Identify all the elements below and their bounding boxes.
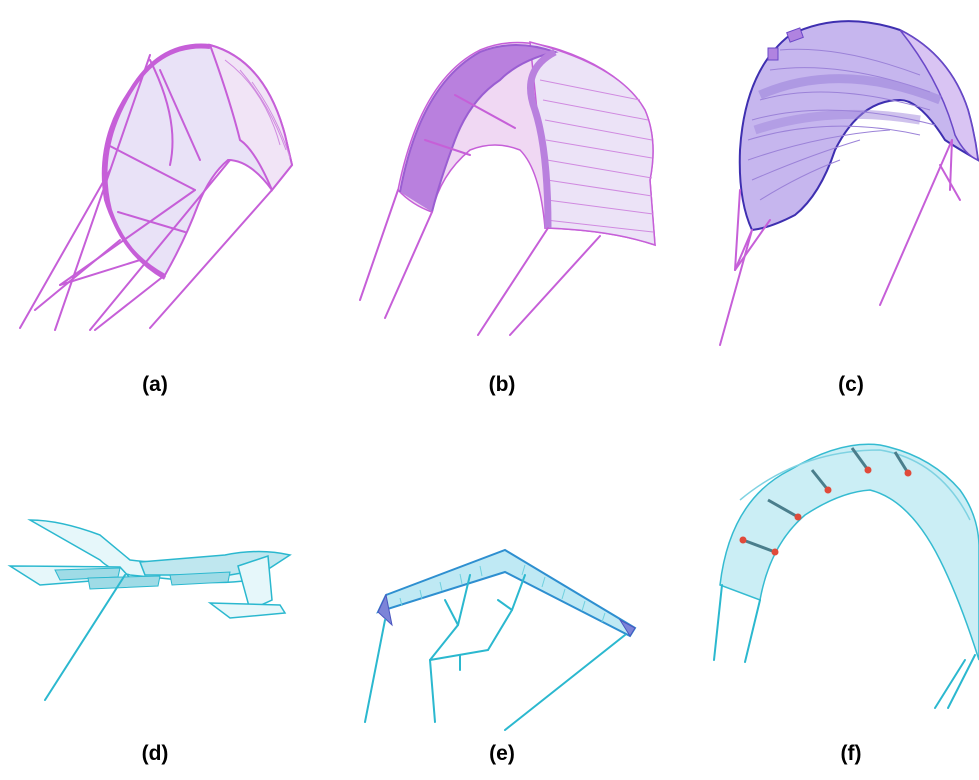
panel-b-label: (b) [462,373,542,397]
panel-b-drawing [360,42,655,335]
kite-f-tethers [714,585,975,708]
panel-e-drawing [365,550,635,730]
panel-e-label: (e) [462,742,542,766]
panel-f-label: (f) [811,742,891,766]
panel-d-drawing [10,520,290,700]
wing-e-surface [378,550,635,636]
panel-d-label: (d) [115,742,195,766]
kite-f-canopy [720,444,979,660]
panel-c-label: (c) [811,373,891,397]
panel-a-drawing [20,45,292,330]
panel-a-label: (a) [115,373,195,397]
panel-f-drawing [714,444,979,708]
panel-c-drawing [720,21,978,345]
